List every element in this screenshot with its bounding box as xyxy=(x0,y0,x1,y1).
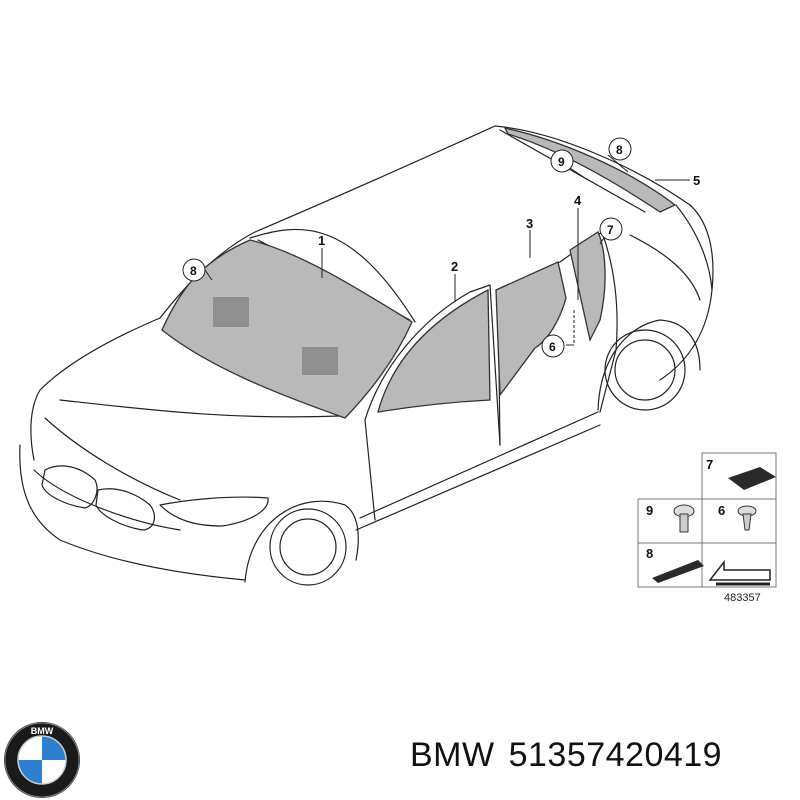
clip-icon xyxy=(737,505,757,531)
callout-6-circle xyxy=(541,334,565,358)
callouts: 1 2 3 4 5 6 7 8 8 9 xyxy=(182,137,700,358)
screw-icon xyxy=(673,504,695,533)
legend-number-7: 7 xyxy=(706,457,713,472)
callout-7: 7 xyxy=(607,223,614,237)
leader-lines xyxy=(204,154,690,346)
caption: BMW 51357420419 xyxy=(410,736,722,775)
callout-8-front-circle xyxy=(182,258,206,282)
callout-8-circle xyxy=(608,137,632,161)
front-door-glass xyxy=(377,288,491,413)
sensor-pad xyxy=(213,297,249,327)
foam-pad-icon xyxy=(728,467,776,490)
legend-number-8: 8 xyxy=(646,546,653,561)
callout-7-circle xyxy=(599,217,623,241)
rear-strip-glass xyxy=(503,127,677,213)
quarter-glass xyxy=(569,231,606,342)
callout-9: 9 xyxy=(558,155,565,169)
callout-8-front: 8 xyxy=(190,264,197,278)
callout-3: 3 xyxy=(526,216,533,231)
callout-5: 5 xyxy=(693,173,700,188)
brand-name: BMW xyxy=(410,736,495,774)
sensor-pad xyxy=(302,347,338,375)
part-number: 51357420419 xyxy=(508,736,723,774)
legend-number-9: 9 xyxy=(646,503,653,518)
foam-strip-icon xyxy=(652,560,704,583)
callout-6: 6 xyxy=(549,340,556,354)
callout-4: 4 xyxy=(574,193,582,208)
arrow-symbol-icon xyxy=(708,559,771,586)
parts-legend: 7 9 6 8 483357 xyxy=(637,452,777,604)
glass-parts xyxy=(161,127,677,419)
windshield-glass xyxy=(161,239,413,419)
callout-9-circle xyxy=(550,149,574,173)
callout-8: 8 xyxy=(616,143,623,157)
callout-1: 1 xyxy=(318,233,325,248)
legend-number-6: 6 xyxy=(718,503,725,518)
reference-number: 483357 xyxy=(724,592,761,604)
logo-letters: BMW xyxy=(31,726,54,736)
rear-door-glass xyxy=(495,261,567,397)
callout-2: 2 xyxy=(451,259,458,274)
bmw-logo-icon: BMW xyxy=(4,722,80,798)
